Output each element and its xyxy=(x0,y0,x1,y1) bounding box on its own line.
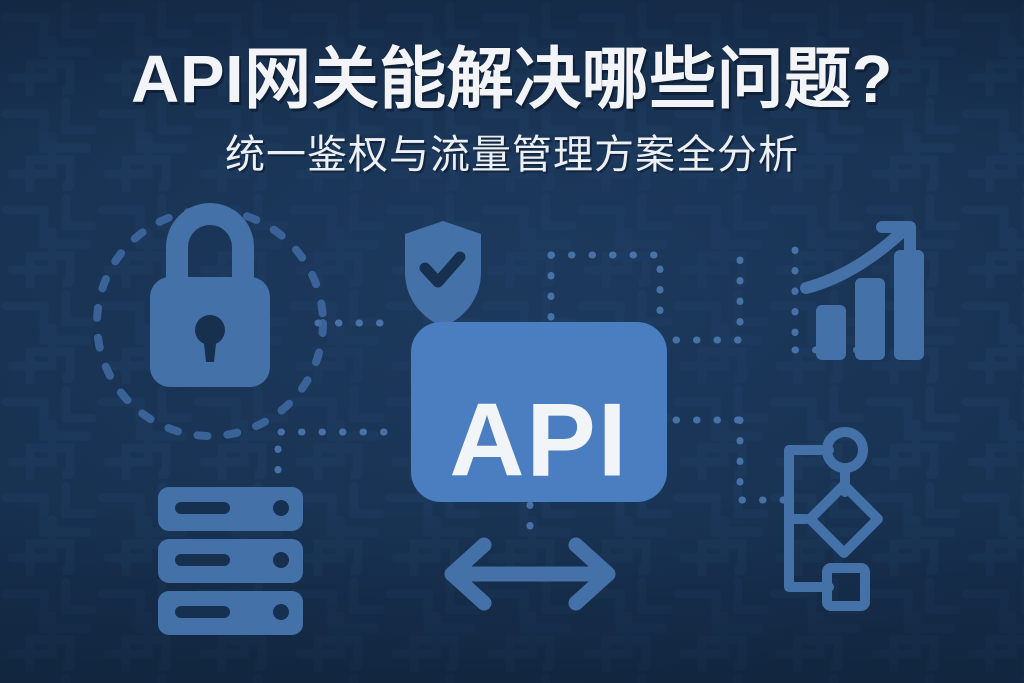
page-subtitle: 统一鉴权与流量管理方案全分析 xyxy=(225,133,799,177)
server-unit-2 xyxy=(158,539,303,583)
growth-chart-icon xyxy=(800,221,924,360)
chart-bar-2 xyxy=(855,278,885,360)
api-gateway-node: API xyxy=(411,322,667,502)
server-rack-icon xyxy=(158,487,303,635)
flowchart-icon xyxy=(784,427,883,611)
server-unit-3 xyxy=(158,591,303,635)
headline-block: API网关能解决哪些问题? 统一鉴权与流量管理方案全分析 xyxy=(0,46,1024,175)
shield-check-icon xyxy=(405,221,481,327)
api-gateway-label: API xyxy=(449,382,628,498)
bidirectional-arrow-icon xyxy=(444,537,616,611)
connector-flowchart-branch xyxy=(736,416,794,504)
lock-icon xyxy=(150,203,270,387)
chart-bar-1 xyxy=(816,305,846,360)
chart-trend-line xyxy=(800,222,912,294)
chart-bar-3 xyxy=(894,250,924,360)
connector-shield-to-gateway xyxy=(547,251,664,324)
page-title: API网关能解决哪些问题? xyxy=(130,42,894,117)
server-unit-1 xyxy=(158,487,303,531)
connector-server-to-gateway xyxy=(274,428,404,474)
connector-gateway-to-chart xyxy=(672,246,744,344)
